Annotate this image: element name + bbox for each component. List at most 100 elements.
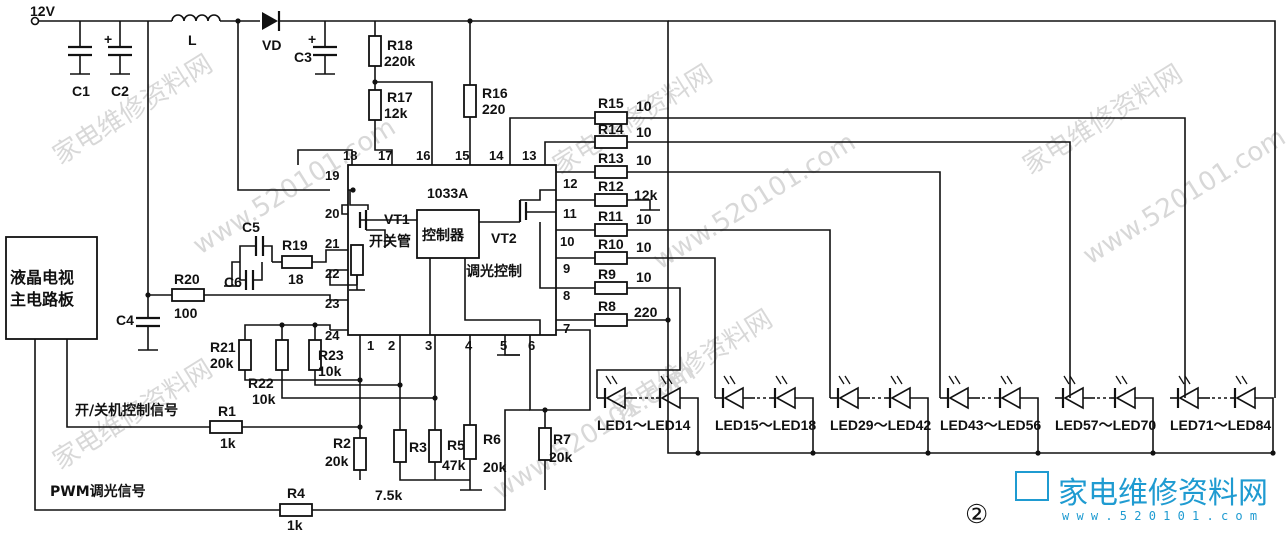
brand-url: w w w . 5 2 0 1 0 1 . c o m — [1062, 509, 1257, 523]
r11-value: 10 — [636, 211, 652, 227]
pin-14: 14 — [489, 148, 504, 163]
r9-value: 10 — [636, 269, 652, 285]
ic-name: 1033A — [427, 185, 468, 201]
led-string-label: LED15～LED18 — [715, 417, 816, 433]
wire — [314, 370, 400, 386]
led-icon — [1178, 386, 1199, 410]
wire — [910, 397, 929, 453]
junction-dot — [235, 18, 241, 24]
left-network: R19 18 C5 C6 R20 100 — [148, 219, 365, 331]
pin-1: 1 — [367, 338, 374, 353]
led-string-label: LED29～LED42 — [830, 417, 931, 433]
wire — [520, 189, 556, 201]
resistor-r8 — [594, 313, 628, 327]
r16-label: R16 — [482, 85, 508, 101]
r16-value: 220 — [482, 101, 506, 117]
watermark-text: 家电维修资料网 — [548, 59, 718, 181]
light-arrow — [890, 375, 897, 385]
led-icon — [1063, 386, 1084, 410]
pin-4: 4 — [465, 338, 473, 353]
light-arrow — [723, 375, 730, 385]
wire — [509, 117, 595, 165]
r1-label: R1 — [218, 403, 236, 419]
r4-label: R4 — [287, 485, 305, 501]
wire — [312, 249, 330, 263]
wire — [375, 81, 433, 165]
light-arrow — [781, 375, 788, 385]
controller-label: 控制器 — [422, 227, 465, 244]
wire — [281, 370, 435, 399]
pin-3: 3 — [425, 338, 432, 353]
watermark-url: www.520101.com — [1078, 122, 1287, 271]
r7-value: 20k — [549, 449, 573, 465]
wire — [237, 21, 330, 191]
resistor-r6 — [463, 424, 477, 460]
resistor-r16 — [463, 84, 477, 118]
wire — [596, 287, 681, 398]
wire — [348, 189, 369, 210]
pin-12: 12 — [563, 176, 577, 191]
wire — [244, 324, 331, 340]
pin-13: 13 — [522, 148, 536, 163]
r20-value: 100 — [174, 305, 198, 321]
r18-label: R18 — [387, 37, 413, 53]
r23-value: 10k — [318, 363, 342, 379]
resistor-r10 — [594, 251, 628, 265]
light-arrow — [1006, 375, 1013, 385]
r5-label: R5 — [447, 437, 465, 453]
light-arrow — [775, 375, 782, 385]
wire — [204, 294, 331, 300]
light-arrow — [1235, 375, 1242, 385]
r10-value: 10 — [636, 239, 652, 255]
resistor-r18 — [368, 35, 382, 67]
r2-value: 20k — [325, 453, 349, 469]
wire — [231, 261, 240, 286]
c1-label: C1 — [72, 83, 90, 99]
r15-label: R15 — [598, 95, 624, 111]
power-signal-label: 开/关机控制信号 — [75, 402, 178, 419]
r13-value: 10 — [636, 152, 652, 168]
pin-11: 11 — [563, 206, 577, 221]
wire — [253, 262, 263, 281]
r4-value: 1k — [287, 517, 303, 533]
wire — [244, 370, 360, 381]
wire — [374, 120, 393, 165]
wire — [1135, 397, 1154, 453]
led-string-label: LED43～LED56 — [940, 417, 1041, 433]
wire-anode-bus — [668, 20, 1276, 398]
wire — [627, 141, 1071, 398]
pin-17: 17 — [378, 148, 392, 163]
pin-9: 9 — [563, 261, 570, 276]
main-board-label-line1: 液晶电视 — [10, 268, 74, 287]
r12-value: 12k — [634, 187, 658, 203]
resistor-r17 — [368, 89, 382, 121]
wire — [1255, 397, 1274, 453]
diode-vd — [262, 12, 278, 30]
wire — [627, 229, 831, 398]
r13-label: R13 — [598, 150, 624, 166]
brand-name: 家电维修资料网 — [1058, 476, 1268, 511]
light-arrow — [948, 375, 955, 385]
main-board-label-line2: 主电路板 — [10, 290, 75, 309]
wire — [312, 409, 530, 511]
r1-value: 1k — [220, 435, 236, 451]
resistor-r21 — [238, 339, 252, 371]
r6-label: R6 — [483, 431, 501, 447]
r21-value: 20k — [210, 355, 234, 371]
led-icon — [1115, 386, 1136, 410]
light-arrow — [729, 375, 736, 385]
c2-label: C2 — [111, 83, 129, 99]
ic-1033a: 1033A 控制器 VT1 开关管 VT2 调光控制 18 17 16 15 1… — [325, 148, 577, 356]
wire — [544, 141, 595, 165]
pin-16: 16 — [416, 148, 430, 163]
light-arrow — [1000, 375, 1007, 385]
controller-block — [416, 209, 480, 259]
junction-dot — [1150, 450, 1156, 456]
wire — [366, 229, 386, 248]
r17-value: 12k — [384, 105, 408, 121]
wire — [627, 171, 941, 398]
pin-22: 22 — [325, 266, 339, 281]
r23-label: R23 — [318, 347, 344, 363]
wire — [297, 149, 353, 165]
